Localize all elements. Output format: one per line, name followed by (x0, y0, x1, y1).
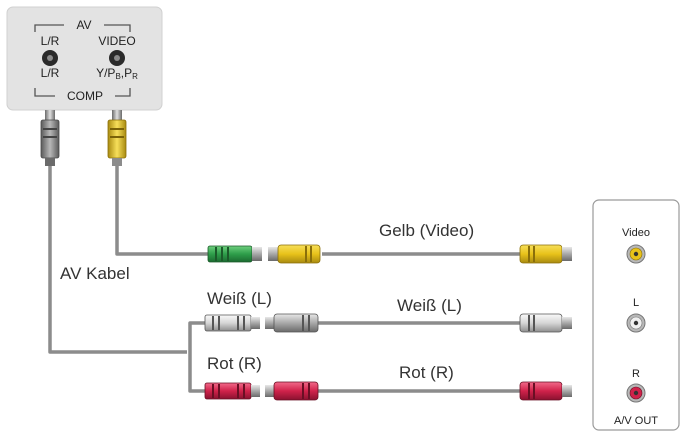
white-left-short-label: Weiß (L) (207, 289, 272, 308)
yellow-plug-left (268, 244, 321, 264)
red-socket-plug (204, 382, 260, 400)
av-cable-label: AV Kabel (60, 264, 130, 283)
av-panel-top-label: AV (76, 18, 91, 32)
white-socket-plug (204, 314, 260, 332)
av-panel-right-upper-label: VIDEO (98, 34, 135, 48)
output-right-label: R (632, 368, 640, 380)
av-panel-left-lower-label: L/R (41, 66, 60, 80)
output-panel-bottom-label: A/V OUT (614, 415, 658, 427)
red-right-long-label: Rot (R) (399, 363, 454, 382)
output-left-label: L (633, 297, 639, 309)
red-right-short-label: Rot (R) (207, 354, 262, 373)
yellow-video-label: Gelb (Video) (379, 221, 474, 240)
cable-lines (48, 165, 522, 393)
av-panel-left-upper-label: L/R (41, 34, 60, 48)
output-video-label: Video (622, 227, 650, 239)
grey-cable-line (48, 165, 187, 354)
av-panel-bottom-label: COMP (67, 89, 103, 103)
split-white-line (188, 321, 205, 393)
white-plug-right (519, 313, 572, 333)
yellow-plug-right (519, 244, 572, 264)
green-plug (207, 245, 262, 263)
red-plug-left (265, 381, 319, 401)
av-panel-right-lower-label: Y/PB,PR (96, 66, 138, 81)
white-left-long-label: Weiß (L) (397, 296, 462, 315)
av-input-panel: AV L/R VIDEO L/R Y/PB,PR COMP (6, 6, 163, 111)
white-plug-left (265, 313, 319, 333)
red-plug-right (519, 381, 572, 401)
yellow-cable-line (115, 165, 210, 256)
av-output-panel: Video L R A/V OUT (592, 199, 680, 431)
yellow-vertical-plug (107, 110, 127, 166)
grey-vertical-plug (40, 110, 60, 166)
